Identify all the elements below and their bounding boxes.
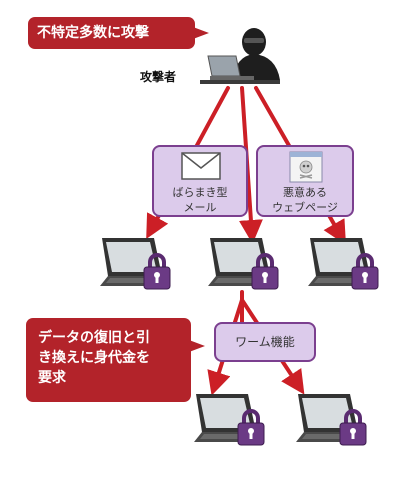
malicious-web-label-line1: 悪意ある bbox=[283, 186, 327, 199]
spam-mail-box: ばらまき型 メール bbox=[152, 145, 248, 217]
spam-mail-label-line2: メール bbox=[183, 201, 217, 214]
ransom-demand-line2: き換えに身代金を bbox=[38, 350, 150, 366]
ransom-demand-line3: 要求 bbox=[38, 370, 66, 386]
hacker-at-laptop-icon bbox=[200, 28, 280, 84]
attacker-label: 攻撃者 bbox=[140, 70, 177, 84]
spam-mail-label-line1: ばらまき型 bbox=[172, 186, 228, 199]
worm-function-label: ワーム機能 bbox=[235, 335, 295, 349]
envelope-icon bbox=[181, 152, 221, 180]
victim-laptop-left bbox=[99, 237, 171, 290]
malicious-web-box: 悪意ある ウェブページ bbox=[256, 145, 354, 217]
mass-attack-callout: 不特定多数に攻撃 bbox=[28, 17, 209, 49]
victim-laptop-right bbox=[307, 237, 379, 290]
mass-attack-text: 不特定多数に攻撃 bbox=[37, 25, 149, 41]
victim-laptop-center bbox=[207, 237, 279, 290]
worm-function-box: ワーム機能 bbox=[214, 322, 316, 362]
victim-laptop-lower-left bbox=[193, 393, 265, 446]
malicious-web-label-line2: ウェブページ bbox=[272, 201, 338, 214]
ransom-demand-line1: データの復旧と引 bbox=[38, 330, 150, 346]
victim-laptop-lower-right bbox=[295, 393, 367, 446]
skull-webpage-icon bbox=[289, 151, 323, 183]
ransom-demand-callout: データの復旧と引 き換えに身代金を 要求 bbox=[26, 318, 205, 402]
